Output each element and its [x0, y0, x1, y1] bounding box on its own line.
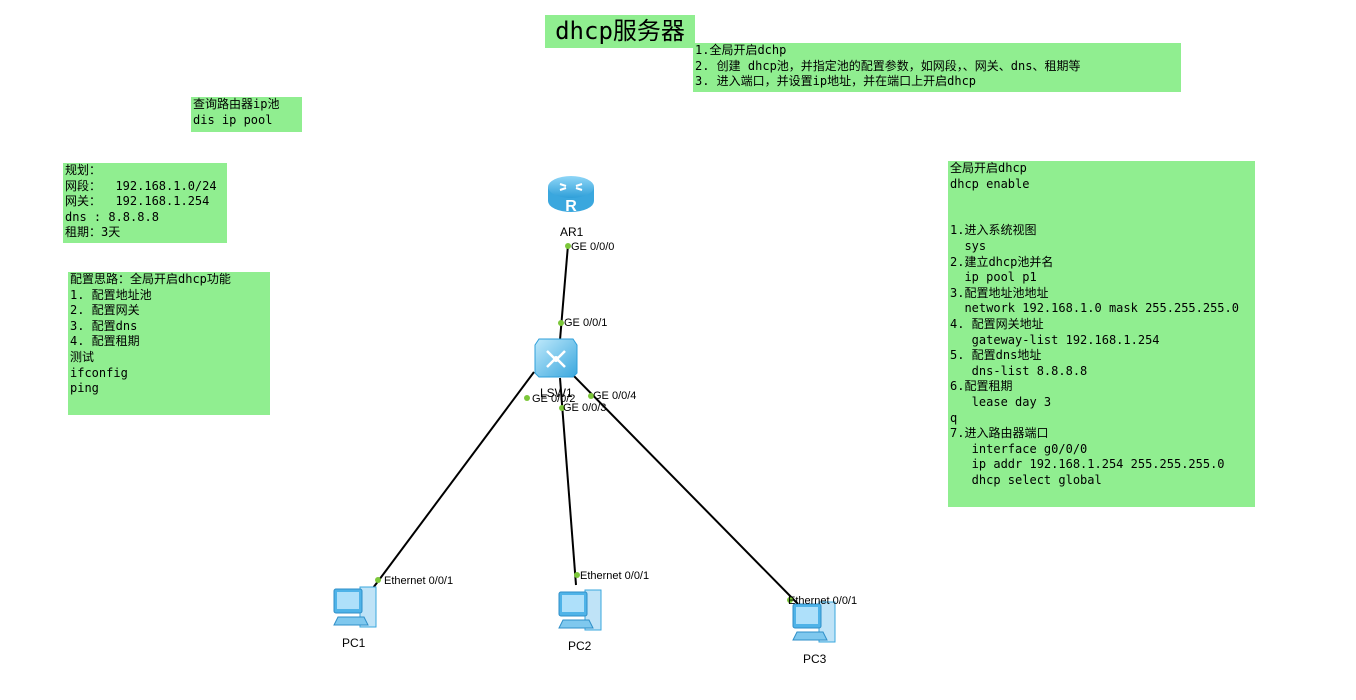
- port-dot-pc3-eth: [787, 597, 793, 603]
- port-label-lsw1-g003: GE 0/0/3: [563, 402, 607, 414]
- port-dot-lsw1-g002: [524, 395, 530, 401]
- note-line: 3. 配置dns: [70, 318, 138, 333]
- note-line: gateway-list 192.168.1.254: [950, 332, 1160, 347]
- note-line: 网段： 192.168.1.0/24: [65, 178, 217, 193]
- port-label-lsw1-g004: GE 0/0/4: [593, 390, 637, 402]
- port-label-pc2-eth: Ethernet 0/0/1: [580, 570, 650, 582]
- note-line: 5. 配置dns地址: [950, 348, 1042, 363]
- note-line: ifconfig: [70, 365, 128, 380]
- note-line: 配置思路：全局开启dhcp功能: [70, 272, 231, 286]
- note-line: dhcp select global: [950, 472, 1102, 487]
- note-line: 租期：3天: [65, 225, 121, 240]
- note-line: 网关： 192.168.1.254: [65, 194, 210, 209]
- switch-label: LSW1: [540, 386, 573, 400]
- note-line: 3. 进入端口，并设置ip地址，并在端口上开启dhcp: [695, 74, 977, 89]
- note-line: 规划：: [65, 163, 102, 177]
- pc2-label: PC2: [568, 639, 592, 653]
- note-line: network 192.168.1.0 mask 255.255.255.0: [950, 301, 1239, 316]
- port-dot-pc1-eth: [375, 577, 381, 583]
- note-line: 1. 配置地址池: [70, 287, 152, 302]
- link-lsw1-pc2[interactable]: [559, 377, 577, 586]
- note-line: dis ip pool: [193, 112, 273, 127]
- note-line: ip pool p1: [950, 270, 1037, 285]
- port-dot-lsw1-g001: [558, 320, 564, 326]
- pc1-label: PC1: [342, 636, 366, 650]
- port-label-lsw1-g002: GE 0/0/2: [532, 393, 576, 405]
- note-line: 4. 配置租期: [70, 334, 140, 349]
- note-line: 7.进入路由器端口: [950, 426, 1049, 441]
- pc3-icon[interactable]: [789, 600, 841, 646]
- pc2-icon[interactable]: [555, 588, 607, 634]
- router-icon[interactable]: R: [546, 173, 596, 215]
- note-line: 测试: [70, 349, 95, 364]
- note-line: 查询路由器ip池: [193, 97, 280, 111]
- svg-text:R: R: [565, 198, 577, 215]
- note-line: 2.建立dhcp池并名: [950, 254, 1054, 269]
- note-line: 6.配置租期: [950, 379, 1013, 394]
- pc1-icon[interactable]: [330, 585, 382, 631]
- note-line: 全局开启dhcp: [950, 161, 1027, 175]
- note-line: [950, 192, 1253, 208]
- note-line: dhcp enable: [950, 176, 1030, 191]
- note-line: dns : 8.8.8.8: [65, 209, 159, 224]
- note-line: 2. 创建 dhcp池，并指定池的配置参数，如网段，、网关、dns、租期等: [695, 58, 1081, 73]
- port-label-lsw1-g001: GE 0/0/1: [564, 317, 608, 329]
- note-line: 1.全局开启dchp: [695, 43, 787, 57]
- note-line: 1.进入系统视图: [950, 223, 1037, 238]
- diagram-title: dhcp服务器: [545, 15, 695, 48]
- note-line: lease day 3: [950, 394, 1052, 409]
- link-lsw1-pc1[interactable]: [372, 371, 535, 589]
- note-line: ping: [70, 381, 99, 396]
- note-line: interface g0/0/0: [950, 441, 1088, 456]
- link-lsw1-pc3[interactable]: [569, 371, 799, 605]
- note-line: 2. 配置网关: [70, 303, 140, 318]
- note-line: q: [950, 410, 958, 425]
- port-label-ar1-g000: GE 0/0/0: [571, 241, 615, 253]
- note-line: [950, 208, 1253, 224]
- port-dot-ar1-g000: [565, 243, 571, 249]
- port-dot-lsw1-g003: [559, 405, 565, 411]
- port-label-pc1-eth: Ethernet 0/0/1: [384, 575, 454, 587]
- router-label: AR1: [560, 225, 584, 239]
- note-line: 3.配置地址池地址: [950, 285, 1049, 300]
- port-dot-pc2-eth: [574, 572, 580, 578]
- note-line: 4. 配置网关地址: [950, 316, 1044, 331]
- port-label-pc3-eth: Ethernet 0/0/1: [788, 595, 858, 607]
- switch-icon[interactable]: [533, 335, 579, 379]
- note-line: ip addr 192.168.1.254 255.255.255.0: [950, 457, 1225, 472]
- port-dot-lsw1-g004: [588, 393, 594, 399]
- note-line: sys: [950, 238, 987, 253]
- pc3-label: PC3: [803, 652, 827, 666]
- note-line: dns-list 8.8.8.8: [950, 363, 1088, 378]
